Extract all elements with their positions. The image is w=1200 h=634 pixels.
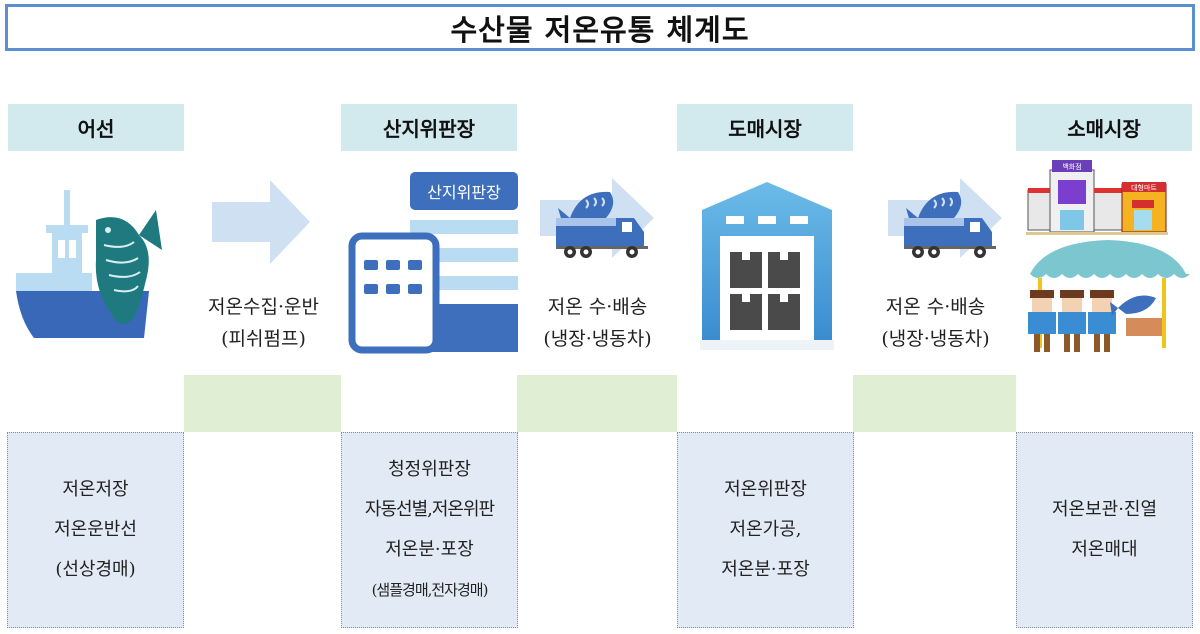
detail-line: 저온매대 xyxy=(1071,539,1138,560)
connector-bar-2 xyxy=(517,375,677,432)
mart-sign: 대형마트 xyxy=(1131,183,1157,192)
detail-line: (선상경매) xyxy=(55,559,136,580)
transition-caption-delivery-2: 저온 수·배송 (냉장·냉동차) xyxy=(858,291,1013,355)
connector-bar-3 xyxy=(853,375,1016,432)
caption-line: (피쉬펌프) xyxy=(221,328,306,350)
arrow-right-icon xyxy=(212,180,310,264)
detail-line: 저온저장 xyxy=(62,479,129,500)
diagram-title: 수산물 저온유통 체계도 xyxy=(450,12,750,47)
transition-caption-delivery-1: 저온 수·배송 (냉장·냉동차) xyxy=(520,291,675,355)
department-store-sign: 백화점 xyxy=(1062,162,1081,171)
auction-building-icon: 산지위판장 xyxy=(348,172,520,354)
detail-box-retail-market: 저온보관·진열 저온매대 xyxy=(1016,432,1193,628)
fishing-boat-icon xyxy=(14,180,174,350)
detail-line: 저온분·포장 xyxy=(385,539,474,560)
connector-bar-1 xyxy=(184,375,341,432)
detail-box-fishing-boat: 저온저장 저온운반선 (선상경매) xyxy=(7,432,184,628)
building-sign-text: 산지위판장 xyxy=(427,183,501,202)
detail-line: 저온분·포장 xyxy=(721,559,810,580)
detail-line: 저온가공, xyxy=(729,519,802,540)
caption-line: 저온수집·운반 xyxy=(208,296,319,318)
detail-line: 저온위판장 xyxy=(724,479,807,500)
detail-box-wholesale-market: 저온위판장 저온가공, 저온분·포장 xyxy=(677,432,854,628)
detail-line: 청정위판장 xyxy=(388,459,471,480)
stage-header-origin-auction: 산지위판장 xyxy=(341,104,517,151)
detail-line: 저온운반선 xyxy=(54,519,137,540)
diagram-title-box: 수산물 저온유통 체계도 xyxy=(5,4,1195,51)
retail-market-icon: 백화점 대형마트 xyxy=(1026,158,1190,358)
refrigerated-truck-icon xyxy=(540,178,656,266)
stage-header-retail-market: 소매시장 xyxy=(1016,104,1192,151)
refrigerated-truck-icon xyxy=(888,178,1004,266)
transition-caption-collection: 저온수집·운반 (피쉬펌프) xyxy=(186,291,341,355)
detail-line: (샘플경매,전자경매) xyxy=(371,581,489,599)
stage-header-fishing-boat: 어선 xyxy=(8,104,184,151)
caption-line: (냉장·냉동차) xyxy=(543,328,652,350)
stage-header-wholesale-market: 도매시장 xyxy=(677,104,853,151)
detail-box-origin-auction: 청정위판장 자동선별,저온위판 저온분·포장 (샘플경매,전자경매) xyxy=(341,432,518,628)
caption-line: (냉장·냉동차) xyxy=(881,328,990,350)
caption-line: 저온 수·배송 xyxy=(547,296,648,318)
warehouse-icon xyxy=(700,180,834,350)
caption-line: 저온 수·배송 xyxy=(885,296,986,318)
detail-line: 자동선별,저온위판 xyxy=(364,499,495,520)
detail-line: 저온보관·진열 xyxy=(1051,499,1158,520)
